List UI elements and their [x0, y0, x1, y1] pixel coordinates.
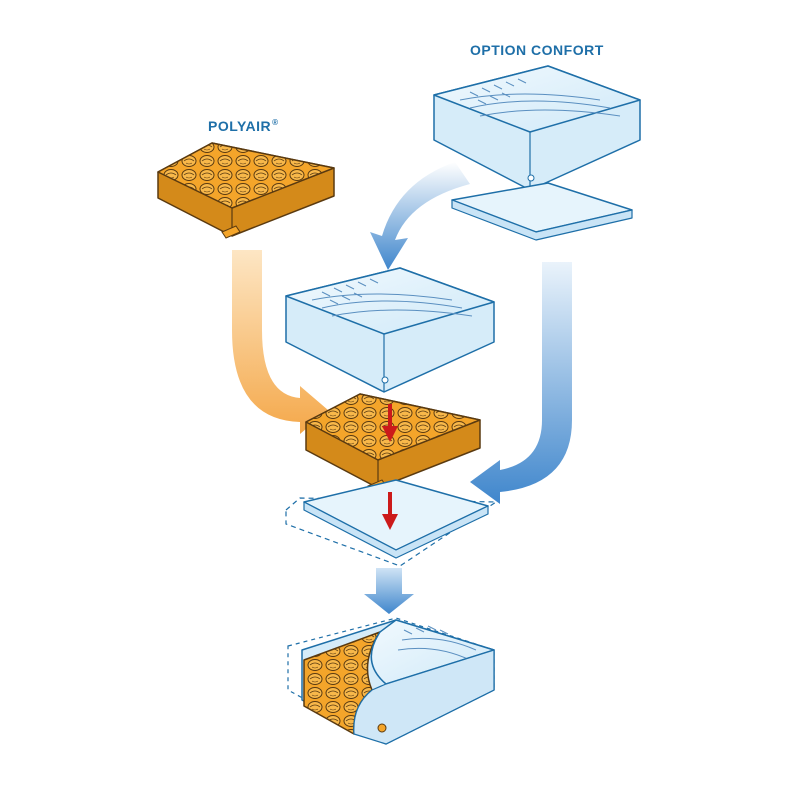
- assembly-foam-cushion: [285, 267, 495, 393]
- polyair-label-text: POLYAIR: [208, 118, 272, 134]
- assembly-air-cell-cushion: [305, 393, 481, 493]
- blue-flow-arrow-cover: [370, 162, 470, 270]
- polyair-label: POLYAIR®: [208, 118, 279, 134]
- red-assembly-arrow-1: [382, 404, 398, 442]
- final-assembled-cushion: [287, 617, 495, 745]
- blue-flow-arrow-final: [364, 568, 414, 614]
- blue-flow-arrow-base: [470, 262, 572, 504]
- option-confort-label: OPTION CONFORT: [470, 42, 604, 58]
- registered-mark: ®: [272, 118, 279, 128]
- polyair-air-cell-cushion: [157, 142, 335, 239]
- red-assembly-arrow-2: [382, 492, 398, 530]
- option-base-plate: [451, 182, 633, 241]
- orange-flow-arrow: [232, 250, 328, 434]
- option-foam-cushion: [433, 65, 641, 191]
